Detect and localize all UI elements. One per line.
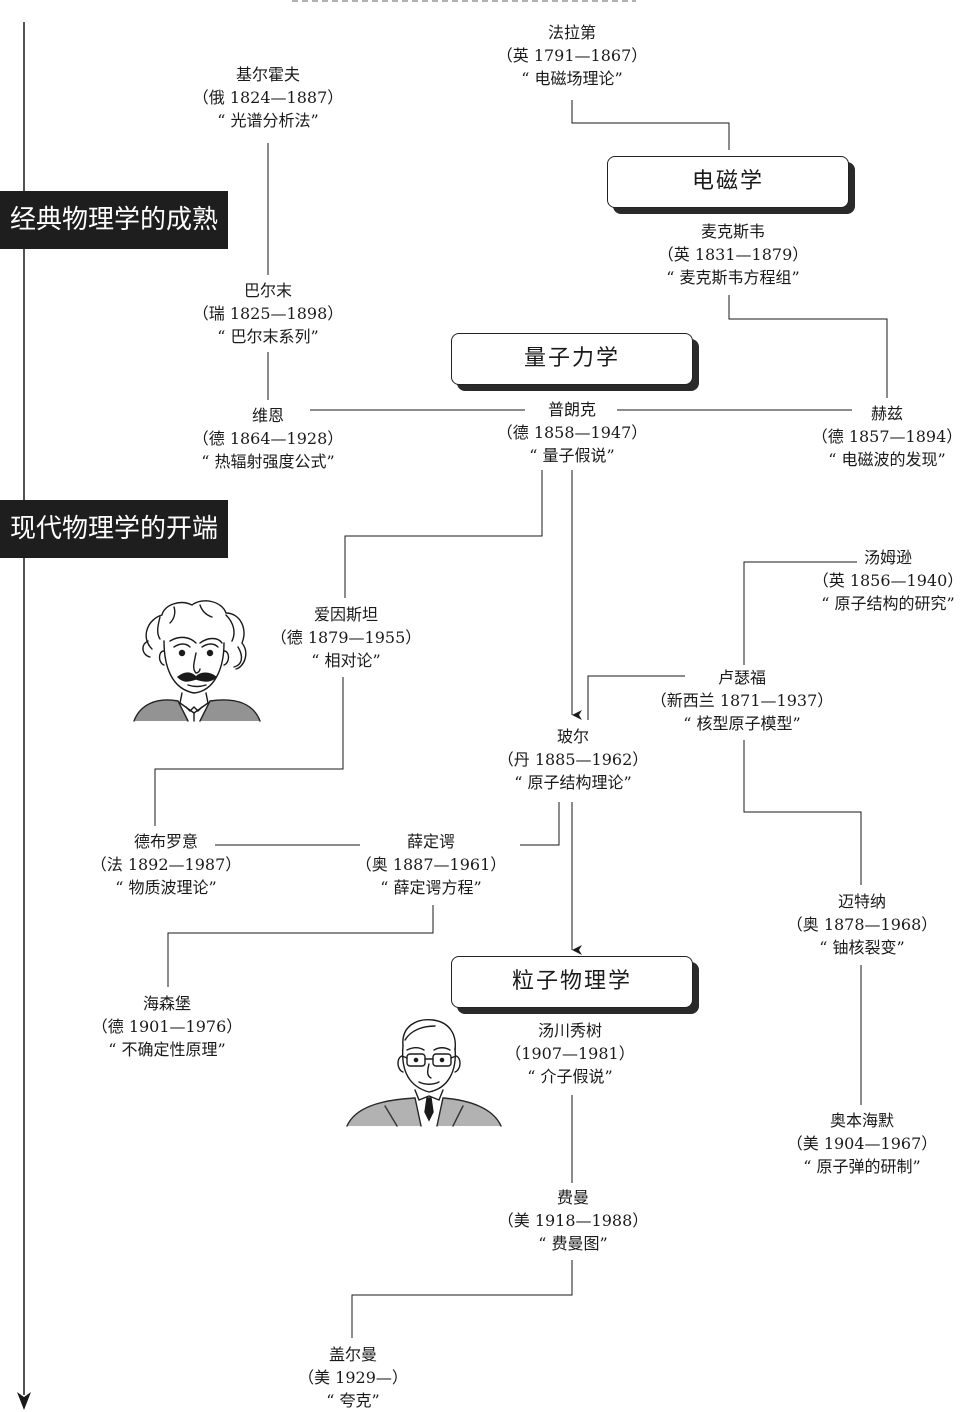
scientist-name: 普朗克 xyxy=(547,400,596,419)
scientist-work: “ 夸克” xyxy=(326,1391,380,1410)
field-quantum-mechanics: 量子力学 xyxy=(451,333,693,385)
schrodinger-to-heisenberg xyxy=(167,905,434,987)
scientist-info: （英 1791—1867） xyxy=(496,46,648,65)
scientist-name: 海森堡 xyxy=(142,994,191,1013)
scientist-info: （奥 1887—1961） xyxy=(355,855,507,874)
field-electromagnetism: 电磁学 xyxy=(607,156,849,208)
scientist-work: “ 相对论” xyxy=(311,651,381,670)
scientist-info: （美 1918—1988） xyxy=(497,1211,649,1230)
scientist-work: “ 介子假说” xyxy=(527,1067,613,1086)
scientist-info: （德 1879—1955） xyxy=(270,628,422,647)
scientist-rutherford: 卢瑟福 （新西兰 1871—1937） “ 核型原子模型” xyxy=(651,666,834,735)
scientist-gellmann: 盖尔曼 （美 1929—） “ 夸克” xyxy=(298,1343,408,1412)
era-classical: 经典物理学的成熟 xyxy=(0,191,229,249)
scientist-oppenheimer: 奥本海默 （美 1904—1967） “ 原子弹的研制” xyxy=(787,1109,938,1178)
rutherford-to-meitner xyxy=(743,740,862,885)
scientist-info: （德 1857—1894） xyxy=(811,427,963,446)
scientist-name: 汤川秀树 xyxy=(537,1021,603,1040)
scientist-name: 麦克斯韦 xyxy=(700,222,765,241)
scientist-info: （德 1858—1947） xyxy=(496,423,648,442)
scientist-work: “ 巴尔末系列” xyxy=(217,327,319,346)
scientist-info: （法 1892—1987） xyxy=(90,855,242,874)
scientist-info: （美 1929—） xyxy=(298,1368,408,1387)
scientist-planck: 普朗克 （德 1858—1947） “ 量子假说” xyxy=(497,398,648,467)
scientist-work: “ 原子结构理论” xyxy=(514,773,632,792)
scientist-info: （英 1856—1940） xyxy=(812,571,964,590)
scientist-work: “ 量子假说” xyxy=(529,446,615,465)
scientist-hertz: 赫兹 （德 1857—1894） “ 电磁波的发现” xyxy=(812,402,963,471)
scientist-work: “ 费曼图” xyxy=(538,1234,608,1253)
scientist-work: “ 电磁场理论” xyxy=(521,69,623,88)
scientist-name: 爱因斯坦 xyxy=(313,605,378,624)
scientist-info: （奥 1878—1968） xyxy=(786,915,938,934)
scientist-faraday: 法拉第 （英 1791—1867） “ 电磁场理论” xyxy=(497,21,648,90)
scientist-name: 奥本海默 xyxy=(829,1111,894,1130)
einstein-portrait-icon xyxy=(133,600,261,722)
scientist-work: “ 铀核裂变” xyxy=(819,938,905,957)
thomson-to-rutherford xyxy=(743,561,857,665)
scientist-info: （美 1904—1967） xyxy=(786,1134,938,1153)
scientist-meitner: 迈特纳 （奥 1878—1968） “ 铀核裂变” xyxy=(787,890,938,959)
scientist-name: 卢瑟福 xyxy=(717,668,766,687)
scientist-info: （丹 1885—1962） xyxy=(497,750,649,769)
scientist-name: 赫兹 xyxy=(870,404,903,423)
scientist-work: “ 薛定谔方程” xyxy=(380,878,482,897)
yukawa-portrait-icon xyxy=(346,1019,502,1127)
scientist-work: “ 光谱分析法” xyxy=(217,111,319,130)
scientist-thomson: 汤姆逊 （英 1856—1940） “ 原子结构的研究” xyxy=(813,546,964,615)
planck-to-einstein xyxy=(344,470,543,598)
scientist-name: 玻尔 xyxy=(556,727,589,746)
scientist-heisenberg: 海森堡 （德 1901—1976） “ 不确定性原理” xyxy=(92,992,243,1061)
feynman-to-gellmann xyxy=(351,1260,573,1338)
maxwell-to-hertz xyxy=(728,295,888,398)
scientist-work: “ 物质波理论” xyxy=(115,878,217,897)
scientist-info: （1907—1981） xyxy=(505,1044,635,1063)
scientist-debroglie: 德布罗意 （法 1892—1987） “ 物质波理论” xyxy=(91,830,242,899)
scientist-name: 维恩 xyxy=(251,406,284,425)
scientist-info: （德 1864—1928） xyxy=(192,429,344,448)
scientist-work: “ 电磁波的发现” xyxy=(828,450,946,469)
scientist-schrodinger: 薛定谔 （奥 1887—1961） “ 薛定谔方程” xyxy=(356,830,507,899)
scientist-kirchhoff: 基尔霍夫 （俄 1824—1887） “ 光谱分析法” xyxy=(193,63,344,132)
field-particle-physics: 粒子物理学 xyxy=(451,956,693,1008)
scientist-einstein: 爱因斯坦 （德 1879—1955） “ 相对论” xyxy=(271,603,422,672)
scientist-work: “ 麦克斯韦方程组” xyxy=(666,268,800,287)
timeline-arrow-icon xyxy=(17,1392,31,1410)
scientist-work: “ 热辐射强度公式” xyxy=(201,452,335,471)
faraday-to-em xyxy=(571,100,730,150)
scientist-work: “ 原子弹的研制” xyxy=(803,1157,921,1176)
bohr-to-schrodinger xyxy=(520,802,560,846)
scientist-work: “ 原子结构的研究” xyxy=(821,594,955,613)
scientist-bohr: 玻尔 （丹 1885—1962） “ 原子结构理论” xyxy=(498,725,649,794)
einstein-to-debroglie xyxy=(154,677,344,826)
scientist-name: 法拉第 xyxy=(547,23,596,42)
rutherford-to-bohr xyxy=(587,675,685,720)
scientist-maxwell: 麦克斯韦 （英 1831—1879） “ 麦克斯韦方程组” xyxy=(658,220,809,289)
scientist-work: “ 核型原子模型” xyxy=(683,714,801,733)
era-modern: 现代物理学的开端 xyxy=(0,500,229,558)
scientist-name: 迈特纳 xyxy=(837,892,886,911)
scientist-name: 巴尔末 xyxy=(243,281,292,300)
scientist-name: 费曼 xyxy=(556,1188,589,1207)
scientist-info: （俄 1824—1887） xyxy=(192,88,344,107)
scientist-work: “ 不确定性原理” xyxy=(108,1040,226,1059)
scientist-wien: 维恩 （德 1864—1928） “ 热辐射强度公式” xyxy=(193,404,344,473)
scientist-info: （德 1901—1976） xyxy=(91,1017,243,1036)
scientist-info: （新西兰 1871—1937） xyxy=(650,691,834,710)
scientist-feynman: 费曼 （美 1918—1988） “ 费曼图” xyxy=(498,1186,649,1255)
scientist-name: 盖尔曼 xyxy=(328,1345,377,1364)
scientist-name: 基尔霍夫 xyxy=(235,65,300,84)
scientist-info: （瑞 1825—1898） xyxy=(192,304,344,323)
scientist-name: 汤姆逊 xyxy=(863,548,912,567)
scientist-balmer: 巴尔末 （瑞 1825—1898） “ 巴尔末系列” xyxy=(193,279,344,348)
scientist-name: 薛定谔 xyxy=(406,832,455,851)
scientist-info: （英 1831—1879） xyxy=(657,245,809,264)
scientist-yukawa: 汤川秀树 （1907—1981） “ 介子假说” xyxy=(505,1019,634,1088)
scientist-name: 德布罗意 xyxy=(133,832,198,851)
